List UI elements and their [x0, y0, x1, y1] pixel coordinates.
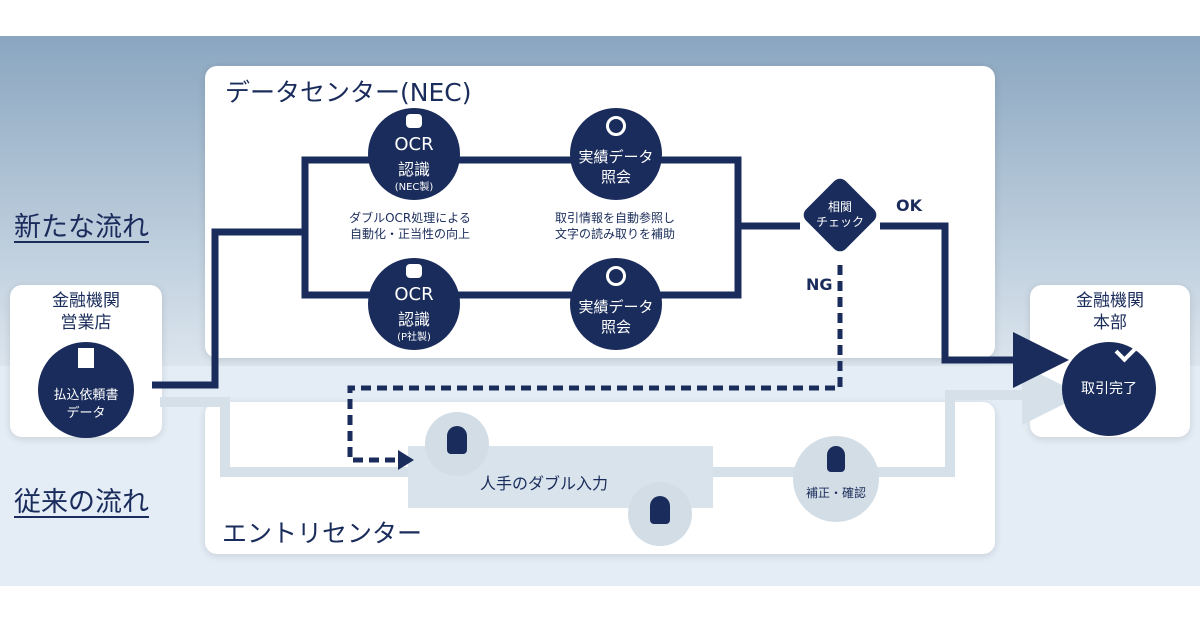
ocr-caption: ダブルOCR処理による 自動化・正当性の向上: [325, 210, 495, 242]
person-icon: [650, 496, 670, 524]
operator-node-1: [425, 412, 489, 476]
old-flow-line-out: [712, 365, 1082, 477]
ng-dashed-line: [347, 265, 843, 463]
ocr-p-line2: 認識: [397, 310, 430, 329]
verify-node: 補正・確認: [793, 436, 879, 522]
ocr-caption-line1: ダブルOCR処理による: [349, 211, 471, 225]
verify-label: 補正・確認: [805, 486, 866, 500]
ocr-caption-line2: 自動化・正当性の向上: [349, 227, 470, 241]
transaction-complete-label: 取引完了: [1081, 381, 1137, 397]
ng-label: NG: [806, 275, 833, 294]
ocr-nec-line1: OCR: [394, 134, 434, 155]
manual-input-label: 人手のダブル入力: [480, 474, 609, 493]
operator-node-2: [628, 482, 692, 546]
new-flow-line: [152, 228, 305, 389]
robot-icon: [406, 264, 422, 278]
person-icon: [447, 426, 467, 454]
new-flow-title: 新たな流れ: [14, 212, 149, 243]
branch-title: 金融機関 営業店: [10, 290, 162, 334]
transaction-complete-node: 取引完了: [1062, 335, 1156, 436]
branch-title-line1: 金融機関: [52, 291, 120, 311]
ocr-p-line3: (P社製): [397, 332, 431, 343]
ref-top-line1: 実績データ: [578, 148, 654, 166]
ref-bottom-line2: 照会: [600, 318, 631, 336]
document-line2: データ: [66, 406, 106, 421]
hq-title-line2: 本部: [1093, 313, 1127, 333]
ocr-nec-line2: 認識: [397, 160, 430, 179]
ok-line: [880, 222, 1069, 388]
person-icon: [827, 446, 845, 472]
document-node: 払込依頼書 データ: [38, 342, 134, 438]
document-line1: 払込依頼書: [53, 388, 119, 403]
magnifier-icon: [606, 266, 626, 286]
ocr-p-node: OCR 認識 (P社製): [368, 258, 460, 350]
ocr-p-line1: OCR: [394, 284, 434, 305]
ref-caption: 取引情報を自動参照し 文字の読み取りを補助: [530, 210, 700, 242]
ref-bottom-line1: 実績データ: [578, 298, 654, 316]
check-line1: 相関: [827, 200, 852, 214]
ref-caption-line2: 文字の読み取りを補助: [554, 227, 675, 241]
ref-top-node: 実績データ 照会: [570, 108, 662, 200]
ocr-nec-node: OCR 認識 (NEC製): [368, 108, 460, 200]
ocr-nec-line3: (NEC製): [394, 182, 434, 193]
robot-icon: [406, 114, 422, 128]
old-flow-title: 従来の流れ: [14, 487, 149, 518]
datacenter-title: データセンター(NEC): [225, 78, 472, 107]
check-line2: チェック: [815, 215, 864, 229]
old-flow-line: [160, 397, 410, 477]
check-label: 相関 チェック: [805, 200, 875, 230]
ok-label: OK: [896, 196, 922, 215]
check-diamond: [803, 178, 877, 252]
hq-title-line1: 金融機関: [1076, 291, 1144, 311]
magnifier-icon: [606, 116, 626, 136]
hq-title: 金融機関 本部: [1030, 290, 1190, 334]
ng-arrowhead: [398, 450, 414, 470]
ref-caption-line1: 取引情報を自動参照し: [554, 211, 675, 225]
branch-title-line2: 営業店: [60, 313, 112, 333]
document-icon: [78, 348, 94, 368]
ref-top-line2: 照会: [600, 168, 631, 186]
entry-center-title: エントリセンター: [222, 519, 423, 548]
ref-bottom-node: 実績データ 照会: [570, 258, 662, 350]
